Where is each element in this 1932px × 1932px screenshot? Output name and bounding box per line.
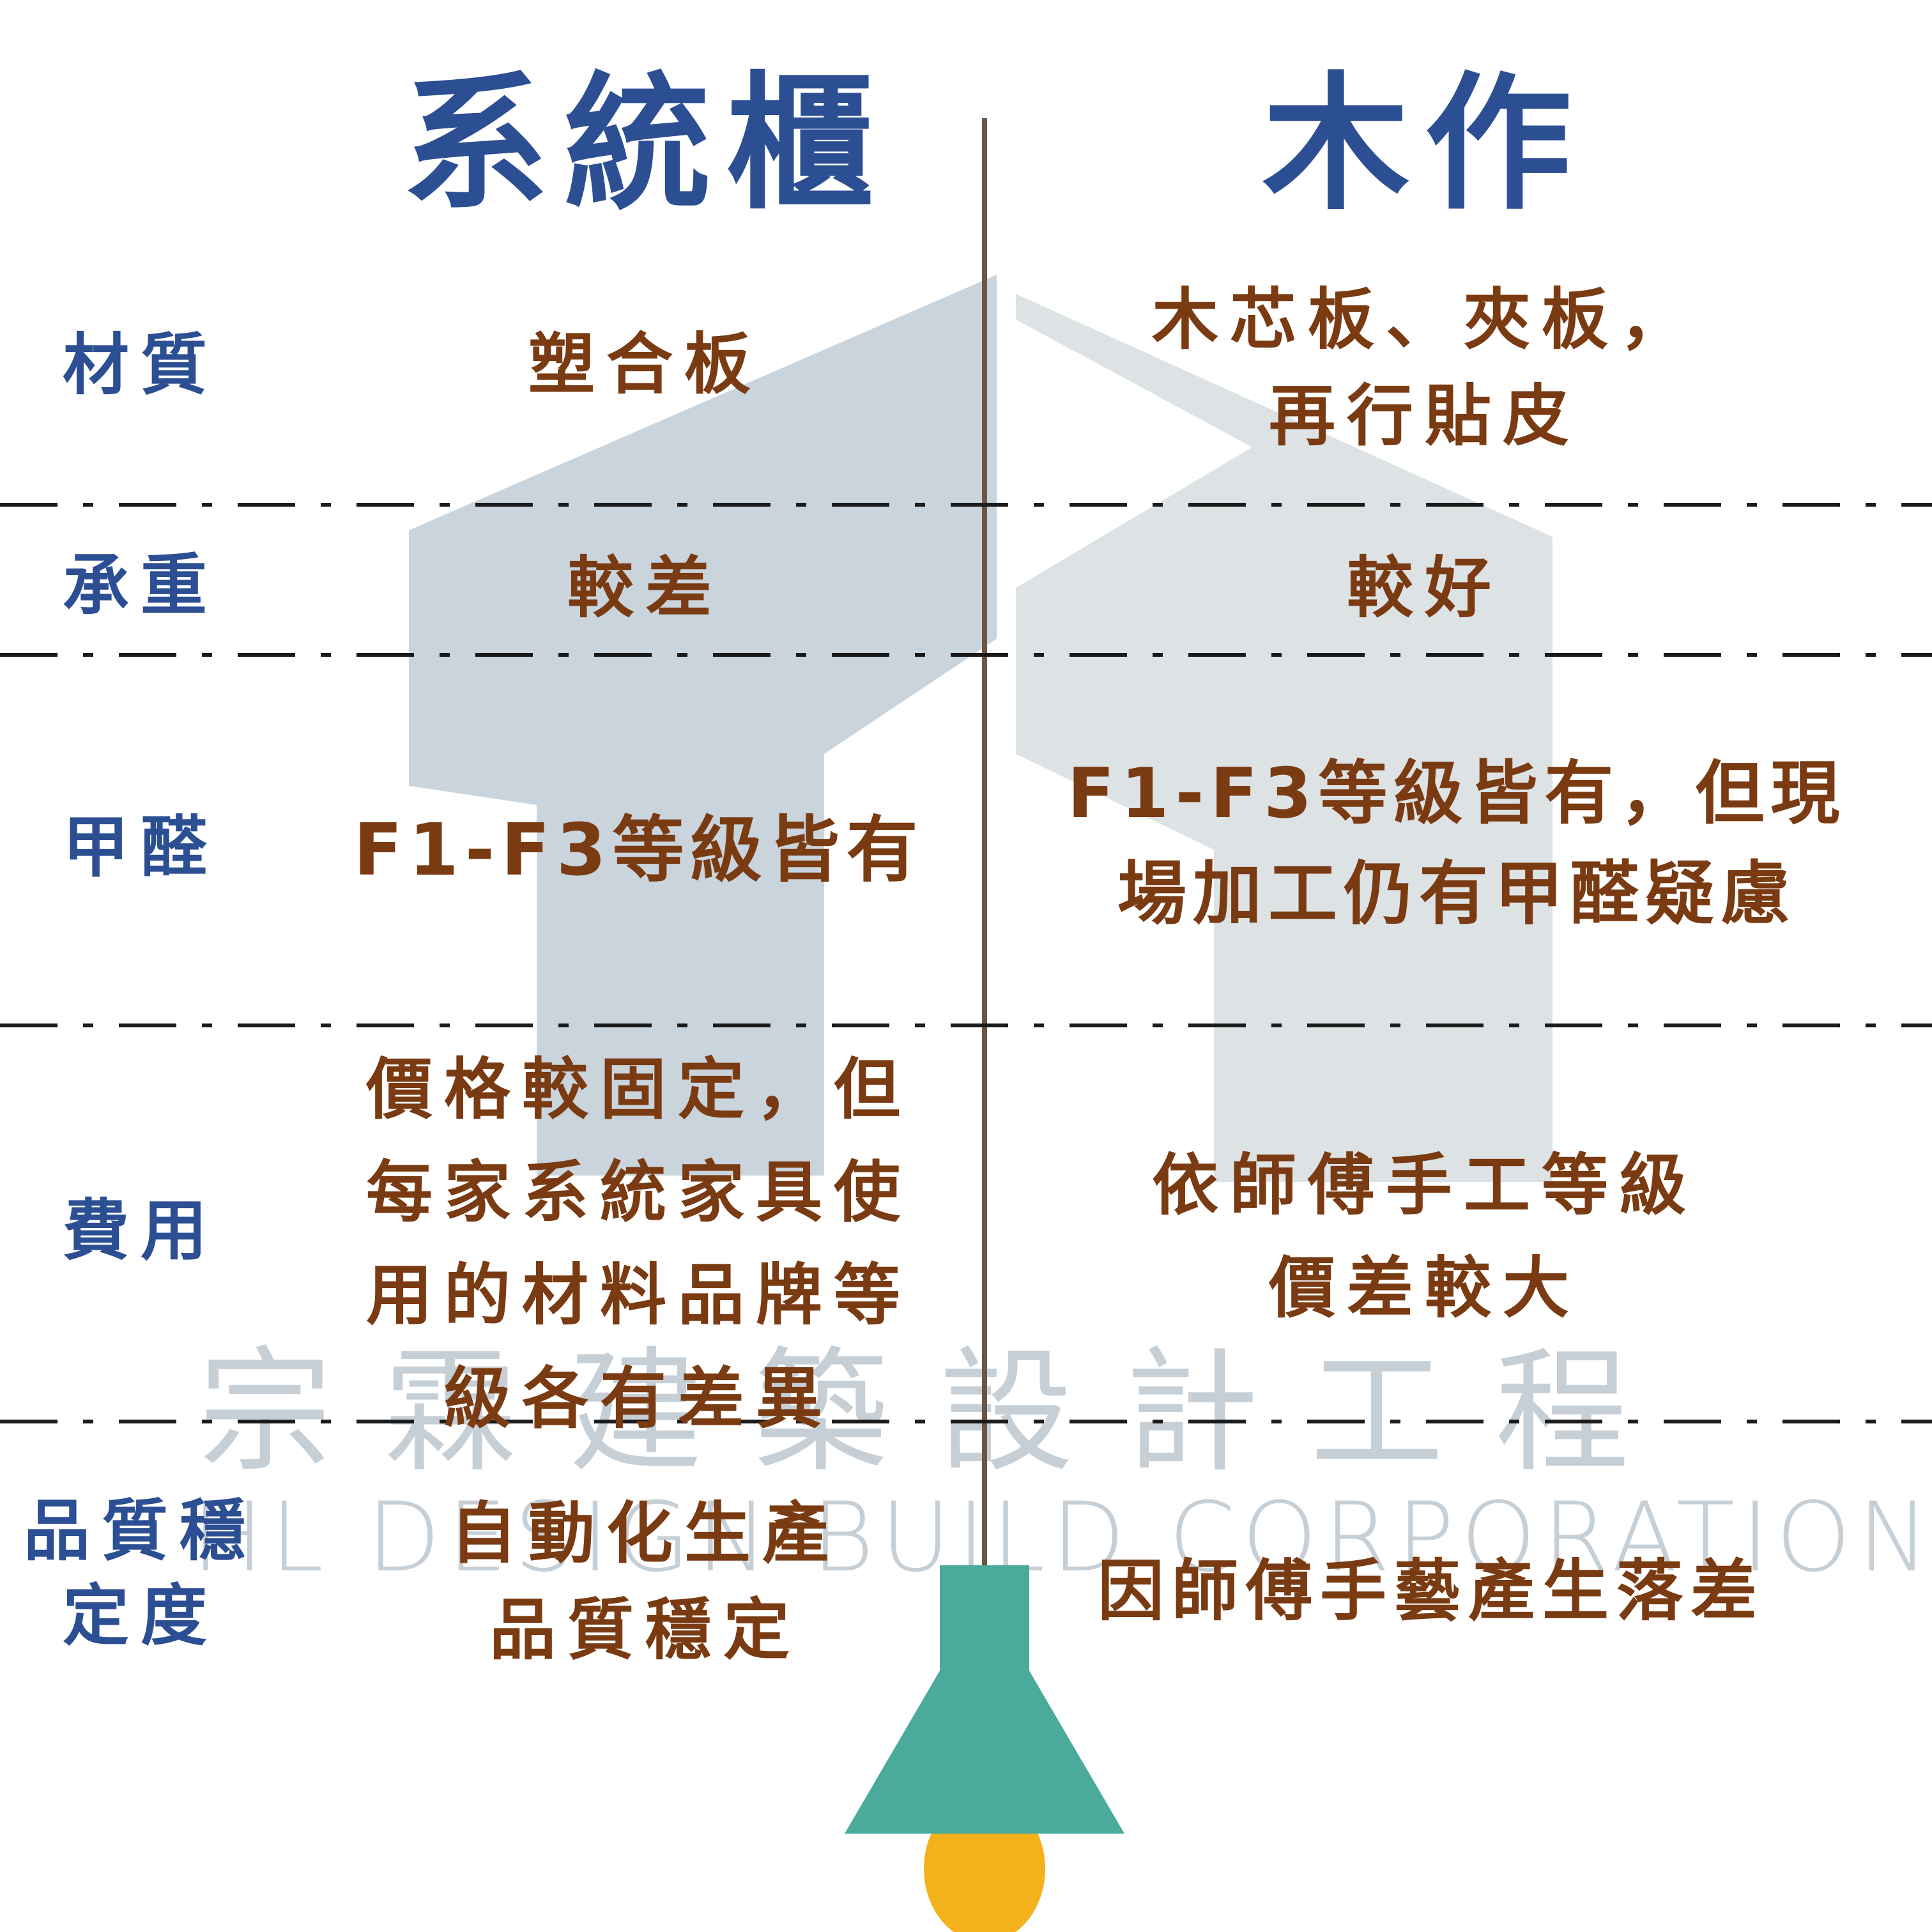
row-label-cost: 費用 (0, 1188, 281, 1273)
watermark-chinese: 宗霖建築設計工程 (198, 1334, 1681, 1491)
cell-line: F1-F3等級皆有，但現 (1067, 754, 1846, 834)
row-label-line: 品質穩 (23, 1492, 257, 1570)
header-system-cabinet: 系統櫃 (401, 57, 889, 230)
cell-line: 塑合板 (528, 325, 762, 403)
lamp-neck (940, 1565, 1029, 1674)
row-label-line: 甲醛 (62, 808, 218, 886)
cell-line: 用的材料品牌等 (365, 1256, 912, 1335)
cell-cost-carpentry: 依師傅手工等級 價差較大 (1022, 1134, 1827, 1340)
cell-load-carpentry: 較好 (1022, 540, 1827, 636)
row-label-load-bearing: 承重 (0, 543, 281, 628)
cell-line: 級各有差異 (443, 1359, 834, 1438)
cell-cost-system: 價格較固定，但 每家系統家具使 用的材料品牌等 級各有差異 (300, 1038, 977, 1450)
cell-line: 因師傅手藝產生落差 (1097, 1552, 1765, 1630)
cell-line: 木芯板、夾板， (1151, 280, 1698, 358)
cell-formaldehyde-carpentry: F1-F3等級皆有，但現 場加工仍有甲醛疑慮 (997, 744, 1917, 944)
row-label-line: 定度 (62, 1577, 218, 1655)
cell-quality-system: 自動化生產 品質穩定 (358, 1485, 933, 1678)
lamp-shade (845, 1671, 1124, 1834)
cell-line: 自動化生產 (450, 1494, 840, 1572)
cell-line: 每家系統家具使 (365, 1153, 912, 1232)
row-label-line: 材質 (62, 326, 218, 404)
cell-line: 場加工仍有甲醛疑慮 (1117, 854, 1796, 934)
header-carpentry: 木作 (1262, 57, 1587, 230)
watermark-logo-left-block (409, 275, 997, 1176)
cell-line: 價差較大 (1268, 1249, 1581, 1328)
cell-line: 價格較固定，但 (365, 1050, 912, 1128)
row-label-quality-stability: 品質穩 定度 (0, 1489, 281, 1659)
center-divider-pole (982, 118, 987, 1568)
cell-quality-carpentry: 因師傅手藝產生落差 (1016, 1543, 1846, 1639)
row-label-material: 材質 (0, 323, 281, 408)
watermark-logo-right-block (1016, 294, 1552, 1182)
cell-material-system: 塑合板 (358, 316, 933, 413)
cell-load-system: 較差 (358, 540, 933, 636)
row-label-line: 費用 (62, 1192, 218, 1269)
cell-line: 較好 (1346, 549, 1503, 627)
watermark-english: HL DESIGN BUILD CORPORATION (192, 1482, 1932, 1593)
cell-line: 再行貼皮 (1268, 376, 1581, 455)
cell-line: 較差 (567, 549, 723, 627)
cell-line: 品質穩定 (489, 1590, 801, 1669)
cell-line: 依師傅手工等級 (1151, 1146, 1698, 1224)
cell-material-carpentry: 木芯板、夾板， 再行貼皮 (1022, 272, 1827, 464)
row-label-line: 承重 (62, 546, 218, 624)
row-label-formaldehyde: 甲醛 (0, 805, 281, 890)
cell-line: F1-F3等級皆有 (353, 809, 924, 892)
cell-formaldehyde-system: F1-F3等級皆有 (300, 799, 977, 902)
